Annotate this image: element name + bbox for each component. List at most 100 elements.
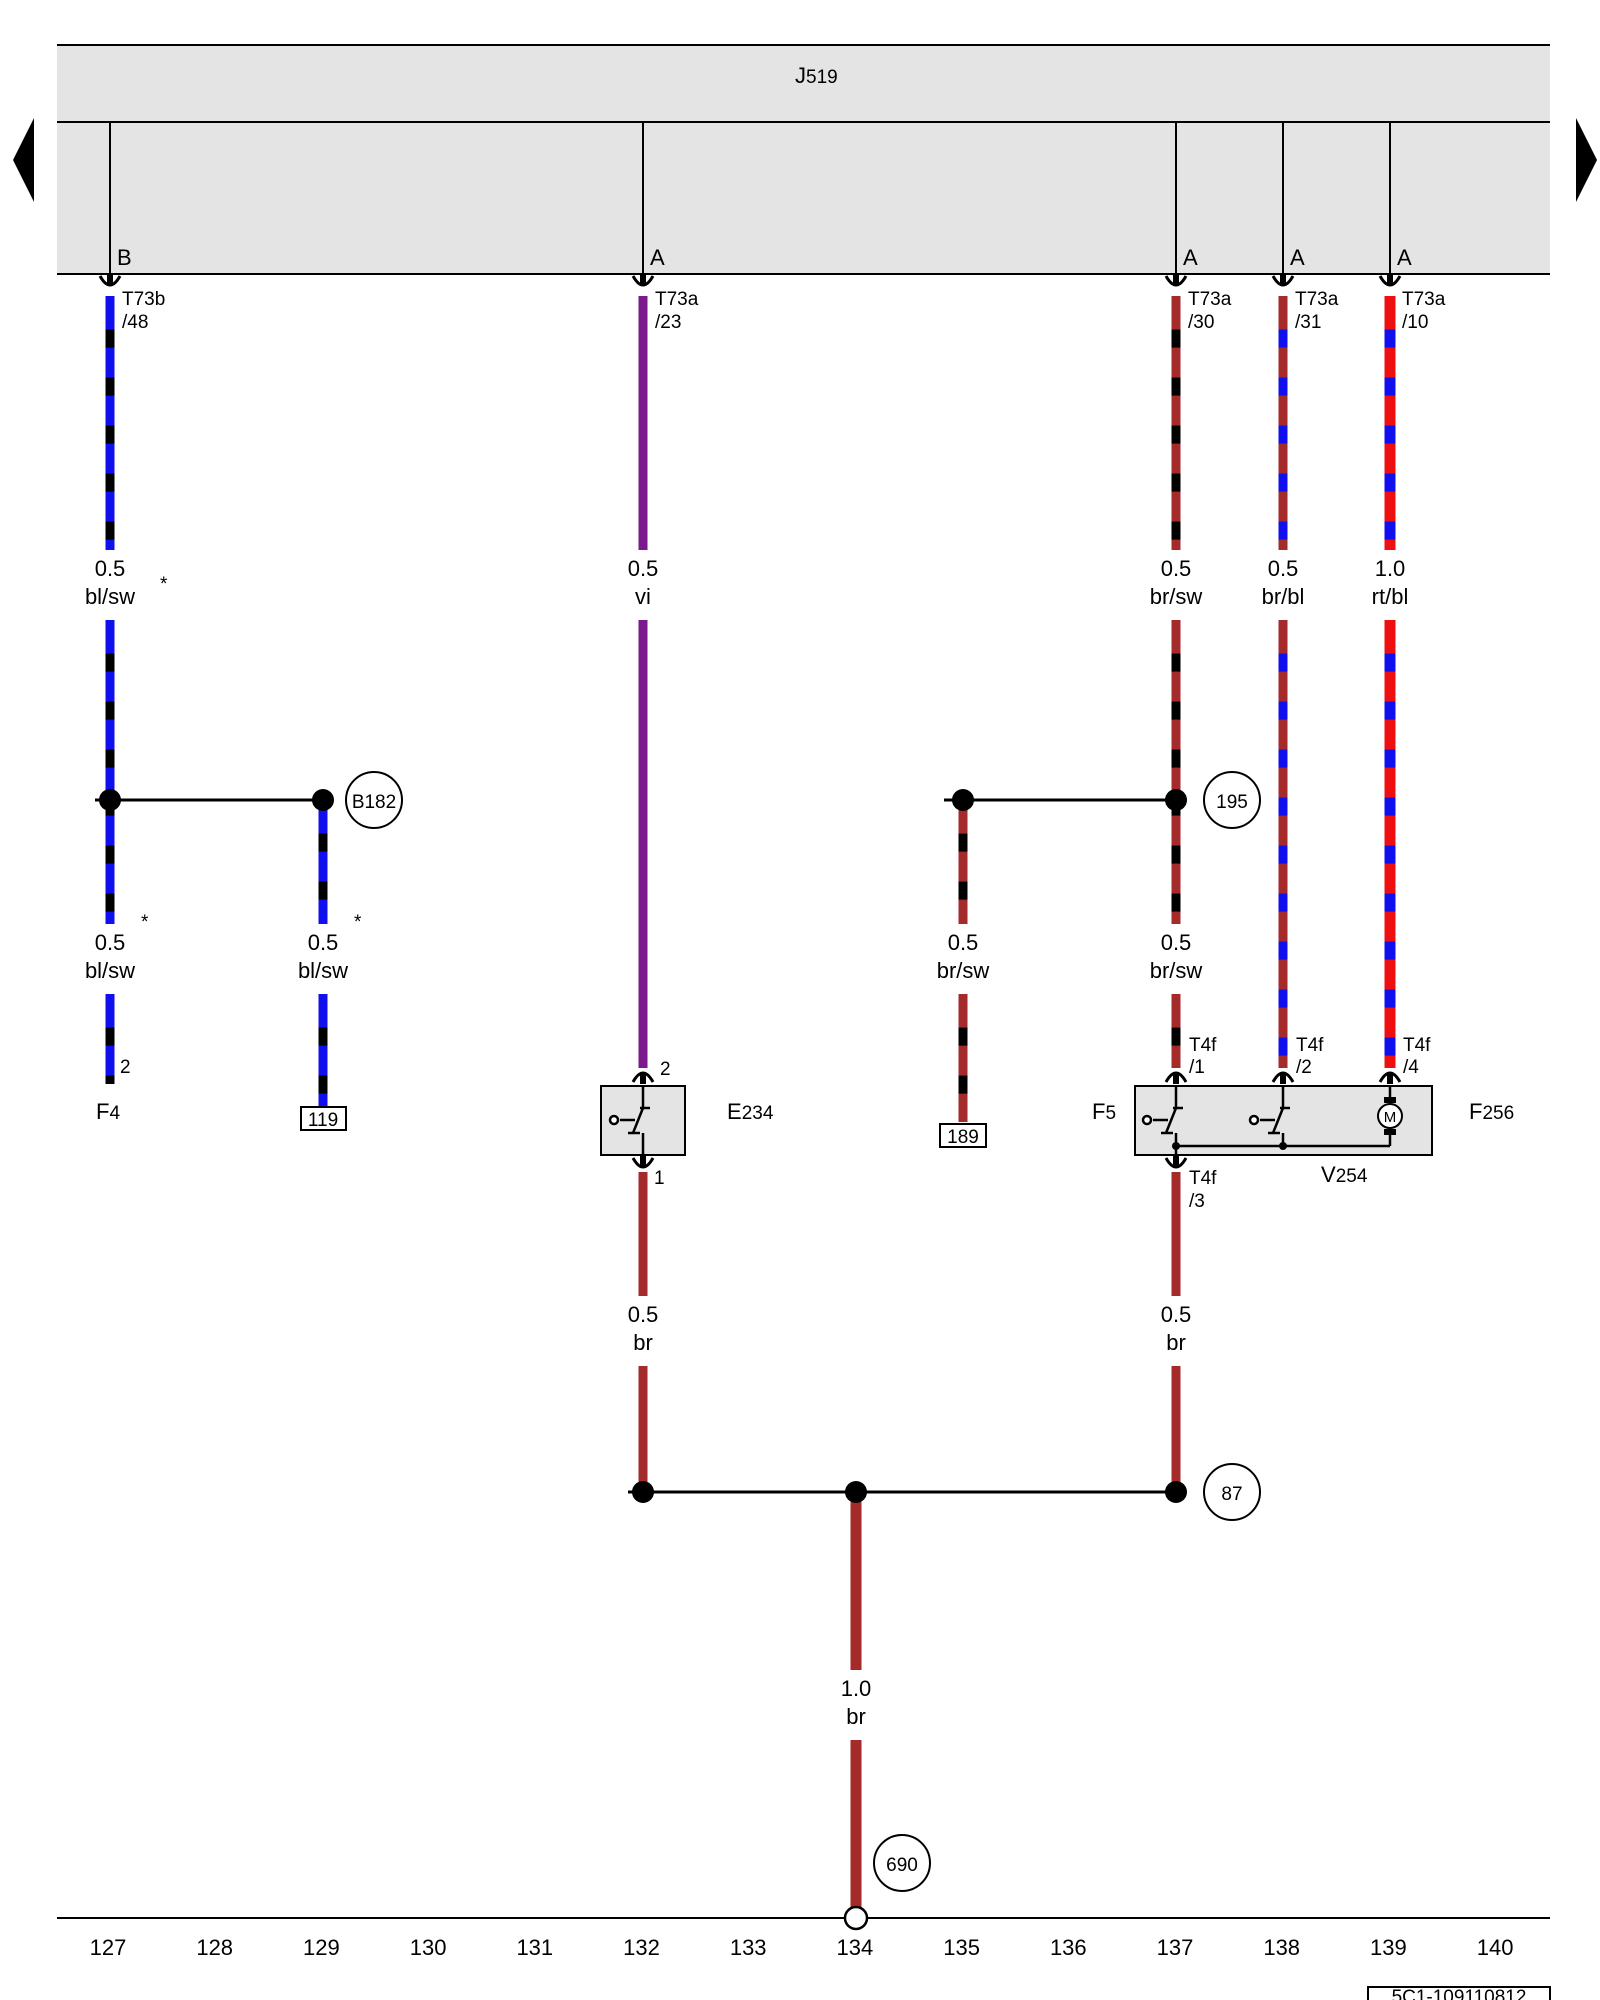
connector-pin-icon [1271, 274, 1295, 287]
connector-label: T4f [1189, 1035, 1217, 1056]
track-number: 130 [410, 1935, 447, 1960]
footnote-star: * [354, 912, 362, 933]
svg-text:119: 119 [308, 1110, 338, 1131]
connector-label: T4f [1296, 1035, 1324, 1056]
track-number: 138 [1263, 1935, 1300, 1960]
wire-color: bl/sw [85, 584, 135, 609]
plug-label: A [650, 245, 665, 270]
connector-pin-icon [1378, 274, 1402, 287]
connector-pin-icon [631, 1071, 655, 1084]
junction-lines [57, 798, 1550, 1919]
wire-color: br/sw [1150, 584, 1203, 609]
wire-to-189 [958, 994, 968, 1122]
ground-point-icon [843, 1905, 869, 1931]
wire-size: 0.5 [95, 930, 126, 955]
footnote-star: * [141, 912, 149, 933]
switch-icon [1248, 1086, 1290, 1146]
wire-bl-sw [105, 620, 115, 924]
connector-pin-icon [1164, 274, 1188, 287]
track-number: 140 [1477, 1935, 1514, 1960]
splice-b182[interactable]: B182 [345, 771, 403, 829]
wire-t4f-3-ground [1171, 1172, 1181, 1296]
pin-label: /1 [1189, 1057, 1205, 1078]
wire-br-bl [1278, 620, 1288, 1068]
page-reference-119[interactable]: 119 [300, 1106, 347, 1131]
wire-size: 0.5 [1268, 556, 1299, 581]
connector-pin-icon [1271, 1071, 1295, 1084]
connector-label: T73a [655, 289, 699, 310]
wire-color: br [846, 1704, 866, 1729]
wire-vi [638, 620, 648, 1068]
splice-dot [845, 1481, 867, 1503]
wire-color: br [1166, 1330, 1186, 1355]
splice-dot [1165, 1481, 1187, 1503]
wire-e234-ground-lower [638, 1366, 648, 1492]
connector-label: T73a [1402, 289, 1446, 310]
pin-label: /2 [1296, 1057, 1312, 1078]
component-e234[interactable]: 2 1 E234 [600, 1059, 774, 1189]
connector-label: T73a [1188, 289, 1232, 310]
wire-t73a-30 [1171, 296, 1181, 550]
pin-label: 1 [654, 1168, 665, 1189]
motor-icon: M [1377, 1086, 1403, 1146]
wire-bl-sw-branch [318, 800, 328, 924]
track-number: 135 [943, 1935, 980, 1960]
wire-labels-top: 0.5 bl/sw * 0.5 vi 0.5 br/sw 0.5 br/bl 1… [85, 556, 1408, 609]
wire-size: 0.5 [308, 930, 339, 955]
wire-size: 0.5 [1161, 556, 1192, 581]
wire-to-f4 [105, 994, 115, 1084]
track-number: 131 [516, 1935, 553, 1960]
wire-color: rt/bl [1372, 584, 1409, 609]
splice-690[interactable]: 690 [873, 1834, 931, 1892]
wire-color: br [633, 1330, 653, 1355]
wire-size: 0.5 [95, 556, 126, 581]
connector-pin-icon [1164, 1071, 1188, 1084]
switch-icon [608, 1086, 650, 1155]
component-label: E234 [727, 1099, 774, 1124]
wire-ground-main-lower [850, 1740, 862, 1907]
wire-rt-bl [1384, 620, 1396, 1068]
wire-size: 1.0 [1375, 556, 1406, 581]
component-label: V254 [1321, 1162, 1368, 1187]
component-f4[interactable]: F4 [96, 1099, 120, 1124]
pin-label: /10 [1402, 312, 1428, 333]
pin-label: /30 [1188, 312, 1214, 333]
wire-size: 1.0 [841, 1676, 872, 1701]
wire-t73a-10 [1384, 296, 1396, 550]
wire-labels-middle: 0.5 bl/sw * 0.5 bl/sw * 0.5 br/sw 0.5 br… [85, 912, 1202, 983]
wire-t73b-48 [105, 296, 115, 550]
page-reference-189[interactable]: 189 [939, 1123, 987, 1148]
splice-dot [312, 789, 334, 811]
wire-ground-main [850, 1492, 862, 1670]
wire-color: br/sw [1150, 958, 1203, 983]
connector-label: T4f [1189, 1168, 1217, 1189]
splice-dot [1165, 789, 1187, 811]
component-f5-f256-v254[interactable]: M F5 F256 V254 [1092, 1085, 1514, 1187]
connector-pin-icon [631, 274, 655, 287]
wire-color: vi [635, 584, 651, 609]
connector-pin-icon [1164, 1156, 1188, 1169]
junction-dots [99, 789, 1187, 1503]
wire-to-119 [318, 994, 328, 1106]
next-page-arrow-icon[interactable] [1576, 118, 1597, 202]
wire-size: 0.5 [948, 930, 979, 955]
pin-label: /48 [122, 312, 148, 333]
wire-color: bl/sw [298, 958, 348, 983]
splice-dot [952, 789, 974, 811]
wire-br-sw [1171, 620, 1181, 924]
track-number: 129 [303, 1935, 340, 1960]
track-number: 134 [837, 1935, 874, 1960]
wire-t4f-3-ground-lower [1171, 1366, 1181, 1492]
track-number: 128 [196, 1935, 233, 1960]
previous-page-arrow-icon[interactable] [13, 118, 34, 202]
wire-t73a-31 [1278, 296, 1288, 550]
svg-text:195: 195 [1216, 792, 1248, 813]
connector-label: T73a [1295, 289, 1339, 310]
track-number: 133 [730, 1935, 767, 1960]
splice-195[interactable]: 195 [1203, 771, 1261, 829]
control-unit-j519: J519 [57, 44, 1550, 275]
splice-87[interactable]: 87 [1203, 1463, 1261, 1521]
connector-label: T4f [1403, 1035, 1431, 1056]
wire-e234-ground [638, 1172, 648, 1296]
document-code: 5C1-109110812 [1367, 1986, 1551, 2000]
